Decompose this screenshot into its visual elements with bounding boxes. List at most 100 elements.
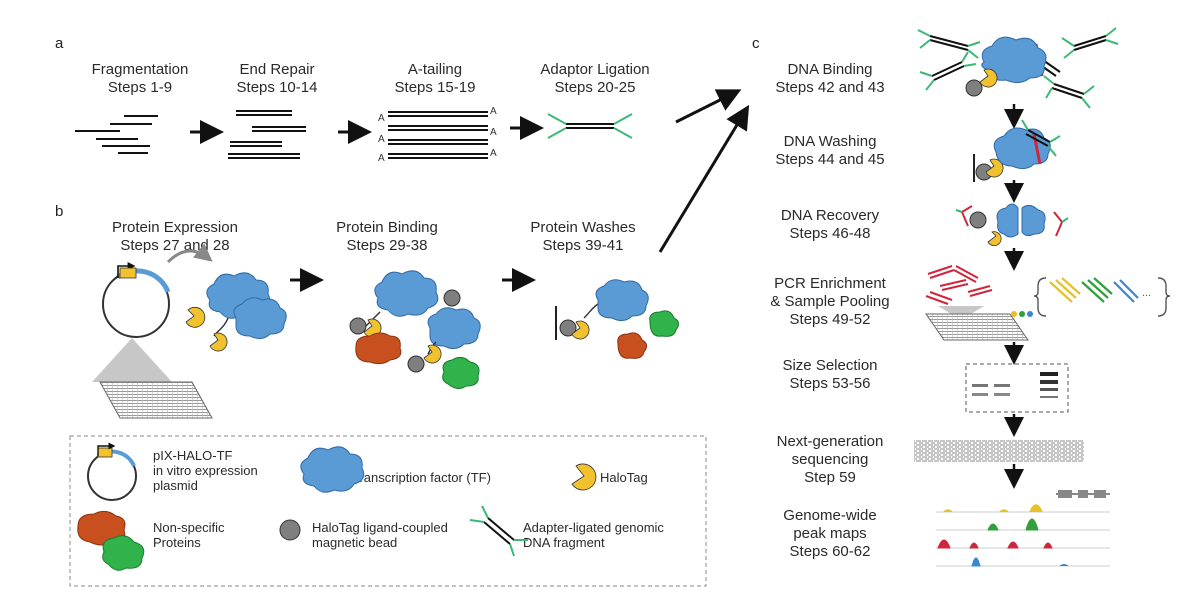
legend-line: DNA fragment <box>523 535 605 550</box>
step-range: Steps 46-48 <box>789 225 871 242</box>
nonspecific-protein-icon <box>649 310 680 337</box>
tf-protein-icon <box>595 279 649 322</box>
step-name: Protein Binding <box>336 219 438 236</box>
halotag-icon <box>185 306 206 328</box>
magnetic-bead-icon <box>407 355 425 373</box>
legend-line: Non-specific <box>153 520 225 535</box>
step-name: Genome-wide <box>783 507 877 524</box>
nonspecific-protein-icon <box>442 356 480 390</box>
step-pcr-enrichment: PCR Enrichment & Sample Pooling Steps 49… <box>760 275 900 329</box>
ellipsis-label: ... <box>1142 287 1151 299</box>
arrow-a-to-c <box>675 89 742 124</box>
step-end-repair: End Repair Steps 10-14 <box>222 61 332 97</box>
legend-plasmid-icon <box>87 442 137 501</box>
nonspecific-protein-icon <box>617 332 648 359</box>
step-name-2: sequencing <box>791 451 869 468</box>
panel-label-b: b <box>55 203 64 220</box>
a-tail-label: A <box>378 113 385 124</box>
legend-bead-icon <box>279 519 301 541</box>
legend-nonspecific-label: Non-specific Proteins <box>153 520 225 550</box>
step-range: Steps 20-25 <box>554 79 636 96</box>
a-tail-label: A <box>490 106 497 117</box>
legend-plasmid-label: pIX-HALO-TF in vitro expression plasmid <box>153 448 258 493</box>
a-tailed-dna <box>388 111 488 159</box>
peak-maps <box>936 490 1110 567</box>
step-name: A-tailing <box>407 61 463 78</box>
legend-dna-icon <box>469 505 528 557</box>
step-range: Steps 15-19 <box>394 79 476 96</box>
legend-bead-label: HaloTag ligand-coupled magnetic bead <box>312 520 448 550</box>
legend-halotag-icon <box>571 463 597 491</box>
step-range: Step 59 <box>804 469 856 486</box>
size-selection-gel <box>965 363 1069 413</box>
step-a-tailing: A-tailing Steps 15-19 <box>380 61 490 97</box>
sequencing-reads <box>914 440 1084 462</box>
end-repaired-dna <box>228 110 306 159</box>
step-name: Adaptor Ligation <box>540 61 650 78</box>
step-range: Steps 53-56 <box>789 375 871 392</box>
nonspecific-protein-icon <box>355 332 402 365</box>
step-range: Steps 39-41 <box>542 237 624 254</box>
legend-dna-label: Adapter-ligated genomic DNA fragment <box>523 520 664 550</box>
legend-tf-icon <box>300 446 365 493</box>
step-adaptor-ligation: Adaptor Ligation Steps 20-25 <box>525 61 665 97</box>
magnetic-bead-icon <box>559 319 577 337</box>
legend-line: magnetic bead <box>312 535 398 550</box>
tf-protein-icon <box>374 270 439 317</box>
step-name-2: & Sample Pooling <box>770 293 890 310</box>
step-ngs: Next-generation sequencing Step 59 <box>760 433 900 487</box>
panel-label-c: c <box>752 35 760 52</box>
a-tail-label: A <box>490 148 497 159</box>
step-name: Protein Washes <box>530 219 636 236</box>
legend-line: pIX-HALO-TF <box>153 448 233 463</box>
projection-cone <box>92 338 172 382</box>
halotag-icon <box>571 320 590 340</box>
step-dna-recovery: DNA Recovery Steps 46-48 <box>760 207 900 243</box>
magnetic-bead-icon <box>349 317 367 335</box>
pcr-enrichment-scene: ... <box>925 265 1171 341</box>
tf-protein-icon <box>233 297 287 340</box>
gene-track <box>1056 490 1110 498</box>
well-plate-icon <box>99 381 213 419</box>
step-protein-binding: Protein Binding Steps 29-38 <box>322 219 452 255</box>
step-range: Steps 10-14 <box>236 79 318 96</box>
step-name: Next-generation <box>776 433 884 450</box>
dna-washing-scene <box>973 119 1061 182</box>
step-name-2: peak maps <box>793 525 867 542</box>
step-name: Protein Expression <box>112 219 238 236</box>
step-name: DNA Washing <box>783 133 877 150</box>
legend-tf-label: Transcription factor (TF) <box>352 470 491 485</box>
panel-label-a: a <box>55 35 64 52</box>
a-tail-label: A <box>378 134 385 145</box>
magnetic-bead-icon <box>443 289 461 307</box>
dna-recovery-scene <box>955 203 1069 246</box>
step-range: Steps 42 and 43 <box>775 79 885 96</box>
a-tail-letters: A A A A A A <box>378 106 497 164</box>
step-range: Steps 49-52 <box>789 311 871 328</box>
adaptor-ligated-dna <box>547 113 633 139</box>
legend-line: plasmid <box>153 478 198 493</box>
legend-line: Adapter-ligated genomic <box>523 520 664 535</box>
halotag-icon <box>209 332 228 352</box>
legend-line: in vitro expression <box>153 463 258 478</box>
legend-halotag-label: HaloTag <box>600 470 648 485</box>
arrow-b-to-c <box>658 104 750 253</box>
step-range: Steps 44 and 45 <box>775 151 885 168</box>
legend-line: Proteins <box>153 535 201 550</box>
step-dna-washing: DNA Washing Steps 44 and 45 <box>760 133 900 169</box>
fragmented-dna <box>75 115 158 154</box>
step-name: PCR Enrichment <box>774 275 886 292</box>
tf-protein-icon <box>427 307 481 350</box>
step-protein-washes: Protein Washes Steps 39-41 <box>518 219 648 255</box>
step-peak-maps: Genome-wide peak maps Steps 60-62 <box>760 507 900 561</box>
legend-line: HaloTag ligand-coupled <box>312 520 448 535</box>
step-name: Size Selection <box>782 357 878 374</box>
step-dna-binding: DNA Binding Steps 42 and 43 <box>760 61 900 97</box>
step-range: Steps 29-38 <box>346 237 428 254</box>
legend-box <box>69 435 707 587</box>
step-range: Steps 60-62 <box>789 543 871 560</box>
a-tail-label: A <box>378 153 385 164</box>
step-range: Steps 1-9 <box>107 79 173 96</box>
a-tail-label: A <box>490 127 497 138</box>
